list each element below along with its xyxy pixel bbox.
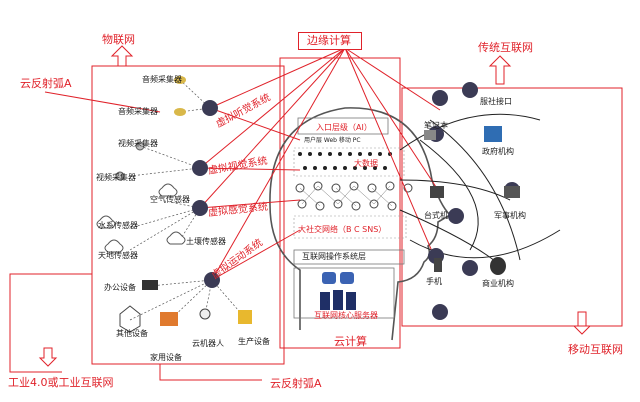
mobile-arrow — [572, 311, 592, 335]
air-sensor-label: 空气传感器 — [150, 195, 190, 204]
server-rack — [320, 272, 356, 310]
left-ai-nodes — [192, 100, 220, 288]
brain-os: 互联网操作系统层 — [302, 252, 366, 261]
cloud-computing-label: 云计算 — [334, 335, 367, 348]
cloud-robot-label: 云机器人 — [192, 339, 224, 348]
audio-collector-label-2: 音频采集器 — [118, 107, 158, 116]
brain-top-row: 用户层 Web 移动 PC — [304, 137, 361, 144]
brain-big-data: 大数据 — [354, 159, 378, 168]
edge-label: 边缘计算 — [307, 34, 351, 47]
mobile-label: 移动互联网 — [568, 343, 623, 356]
gov-building — [484, 126, 502, 142]
brain-core: 互联网核心服务器 — [314, 311, 378, 320]
office-device-label: 办公设备 — [104, 283, 136, 292]
bottom-path — [159, 364, 262, 381]
video-collector-label: 视频采集器 — [118, 139, 158, 148]
money-bag — [490, 257, 506, 275]
gov-label: 政府机构 — [482, 147, 514, 156]
iot-frame — [91, 65, 285, 365]
gov-port-label: 服社接口 — [480, 97, 512, 106]
edge-box: 边缘计算 — [298, 32, 362, 50]
cloud-reflex-bottom: 云反射弧A — [270, 377, 322, 390]
water-sensor-label: 水系传感器 — [98, 221, 138, 230]
edge-frame — [279, 57, 401, 349]
home-device-label: 家用设备 — [150, 353, 182, 362]
desktop-icon — [430, 186, 444, 198]
phone-icon — [434, 258, 442, 272]
brain-social: 大社交网络（B C SNS） — [298, 225, 387, 234]
traditional-frame — [401, 87, 623, 327]
other-device-label: 其他设备 — [116, 329, 148, 338]
laptop-icon — [424, 130, 436, 140]
pc-label: 笔记本 — [424, 121, 448, 130]
device-icons — [96, 76, 252, 333]
seismic-sensor-label: 天地传感器 — [98, 251, 138, 260]
video-collector-label-2: 视频采集器 — [96, 173, 136, 182]
cloud-reflex-top: 云反射弧A — [20, 77, 72, 90]
military-icon — [504, 186, 520, 198]
iot-label: 物联网 — [102, 33, 135, 46]
iot-arrow — [110, 45, 134, 67]
audio-collector-label: 音频采集器 — [142, 75, 182, 84]
industry-path — [9, 273, 92, 373]
desktop-label: 台式机 — [424, 211, 448, 220]
soil-sensor-label: 土壤传感器 — [186, 237, 226, 246]
phone-label: 手机 — [426, 277, 442, 286]
brain-entry: 入口层级（AI） — [316, 123, 372, 132]
military-label: 军事机构 — [494, 211, 526, 220]
traditional-label: 传统互联网 — [478, 41, 533, 54]
industry-label: 工业4.0或工业互联网 — [8, 376, 114, 389]
trad-arrow — [488, 55, 512, 85]
industry-arrow — [38, 347, 58, 367]
business-label: 商业机构 — [482, 279, 514, 288]
production-device-label: 生产设备 — [238, 337, 270, 346]
